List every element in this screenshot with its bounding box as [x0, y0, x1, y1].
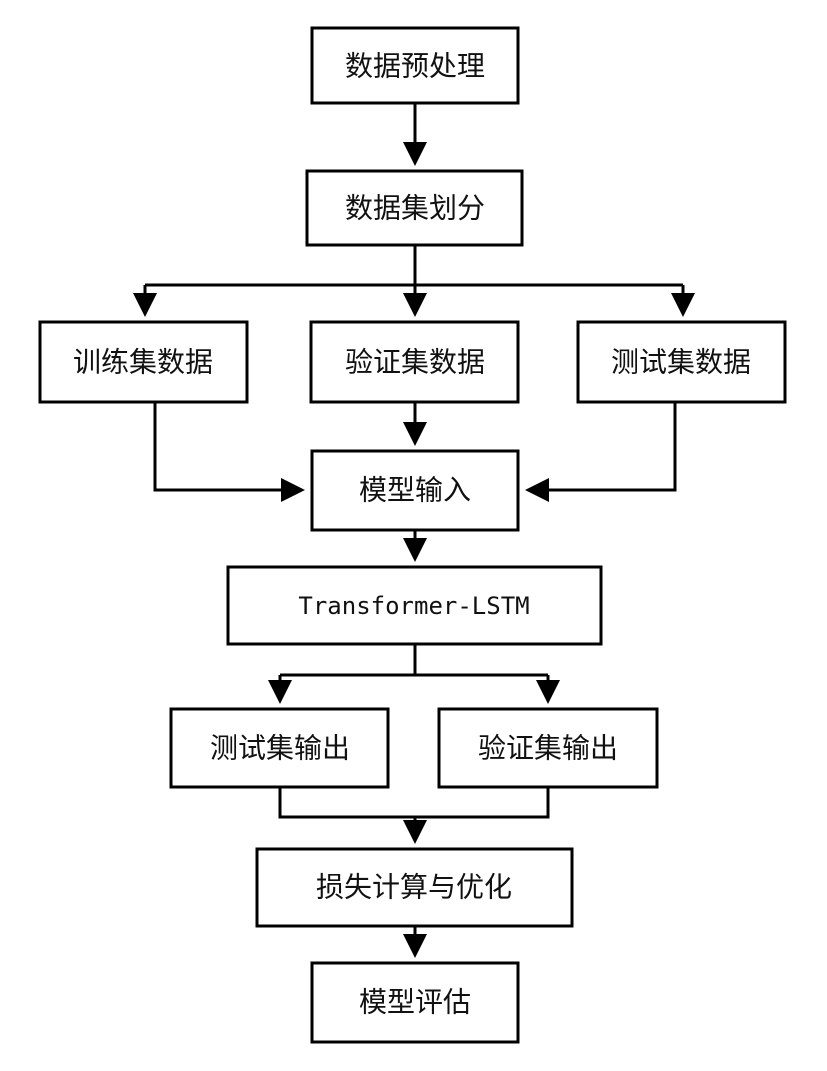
node-split: 数据集划分 [305, 169, 524, 247]
node-evaluation: 模型评估 [310, 961, 520, 1044]
node-model-input: 模型输入 [310, 449, 520, 532]
node-test-output: 测试集输出 [169, 707, 390, 789]
arrow-train-to-input [153, 402, 305, 502]
node-val-output: 验证集输出 [437, 707, 659, 789]
node-evaluation-label: 模型评估 [359, 986, 471, 1019]
node-model-input-label: 模型输入 [359, 474, 471, 507]
node-loss-opt: 损失计算与优化 [255, 847, 574, 928]
node-test-data: 测试集数据 [576, 320, 787, 404]
node-test-output-label: 测试集输出 [210, 732, 350, 765]
node-val-data: 验证集数据 [309, 320, 520, 404]
connectors [133, 103, 695, 958]
node-model-label: Transformer-LSTM [298, 592, 529, 620]
node-loss-opt-label: 损失计算与优化 [316, 871, 512, 904]
node-val-output-label: 验证集输出 [478, 732, 618, 765]
node-model: Transformer-LSTM [226, 565, 603, 646]
node-preprocess-label: 数据预处理 [345, 50, 485, 83]
node-train-data: 训练集数据 [38, 320, 249, 404]
connector-outputs-merge [278, 787, 550, 819]
node-train-data-label: 训练集数据 [73, 346, 213, 379]
node-preprocess: 数据预处理 [310, 26, 520, 105]
node-val-data-label: 验证集数据 [345, 346, 485, 379]
node-split-label: 数据集划分 [345, 192, 485, 225]
node-test-data-label: 测试集数据 [611, 346, 751, 379]
arrow-test-to-input [525, 402, 677, 502]
